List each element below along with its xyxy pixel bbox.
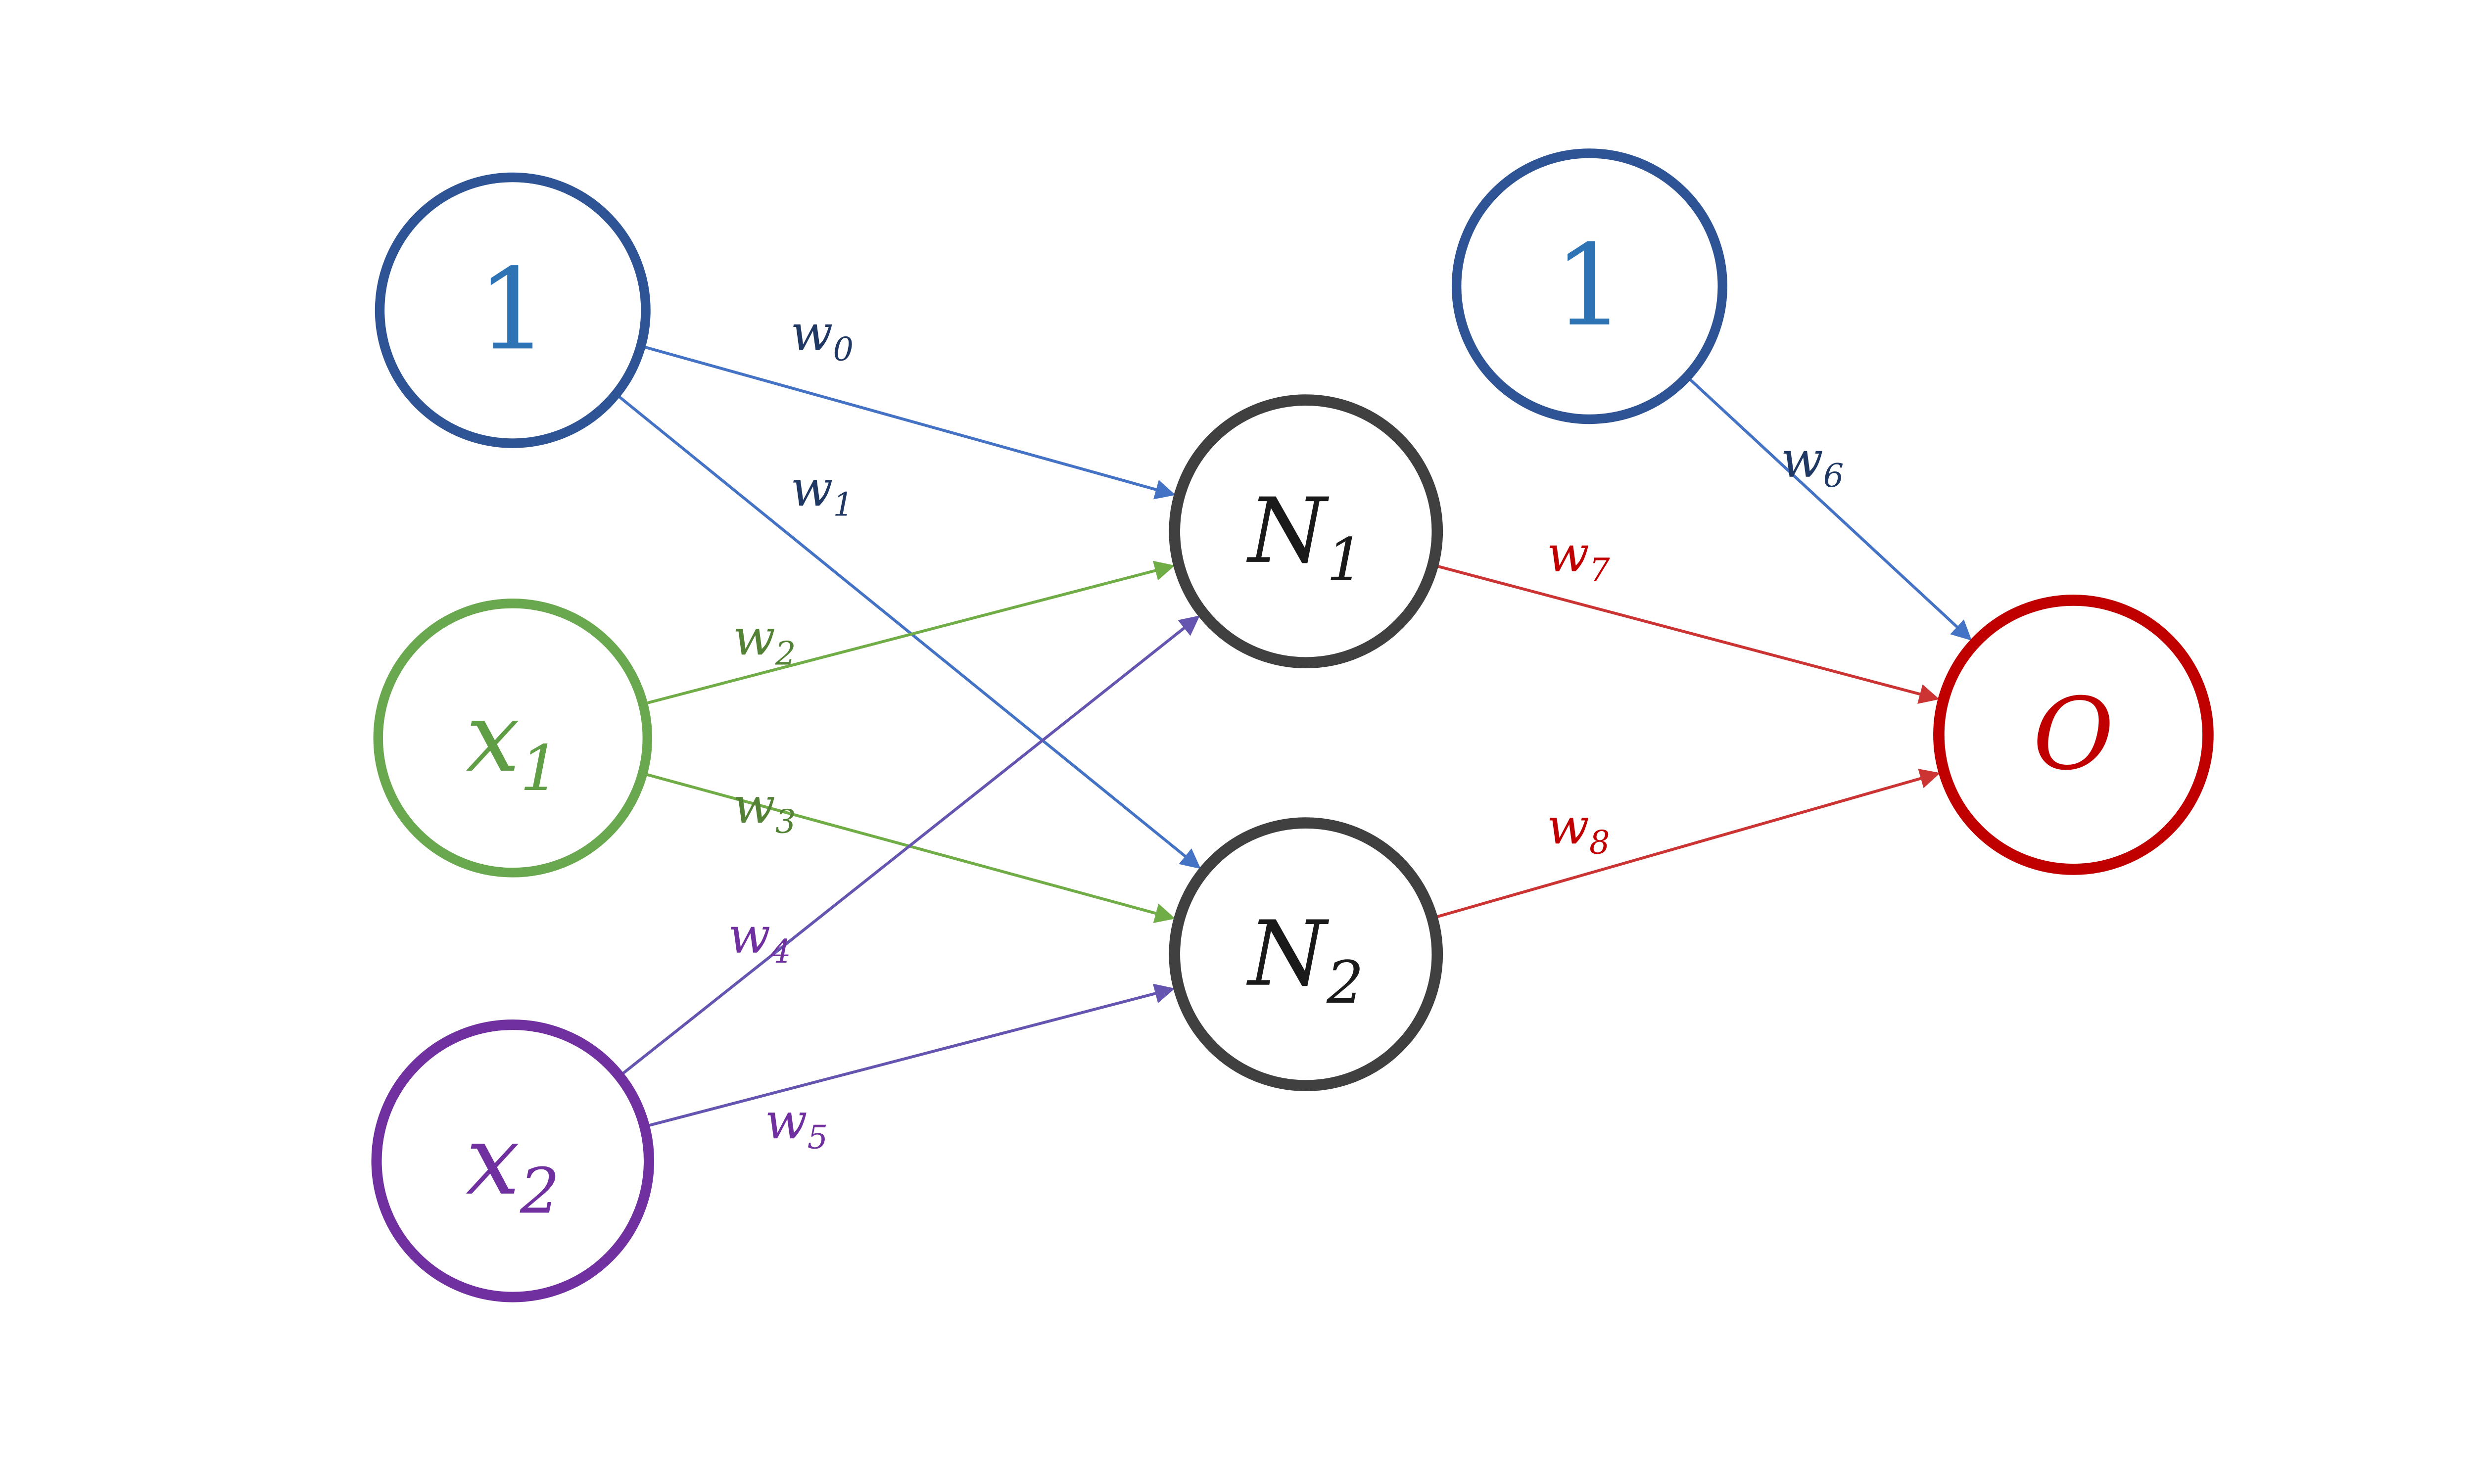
edge-w0 [643, 345, 1176, 500]
edge-label-w6: w6 [1781, 431, 1844, 495]
edge-w4 [621, 615, 1200, 1075]
hidden-node-n2-label: N2 [1246, 902, 1364, 1017]
input-node-x2 [371, 1020, 655, 1302]
edge-w7 [1435, 564, 1940, 704]
edge-w5 [647, 983, 1175, 1127]
edges-layer: w0 w1 w2 w3 w4 w5 w6 w7 w8 [618, 304, 1972, 1157]
input-node-x2-label: x2 [466, 1105, 560, 1228]
bias-input-node-label: 1 [477, 245, 548, 375]
edge-label-w0: w0 [791, 304, 854, 368]
edge-w6 [1688, 377, 1972, 641]
edge-label-w8: w8 [1547, 798, 1610, 862]
edge-label-w5: w5 [765, 1092, 828, 1156]
hidden-node-n1-label: N1 [1246, 479, 1364, 594]
edge-label-w1: w1 [791, 460, 854, 523]
edge-label-w2: w2 [733, 609, 796, 673]
bias-input-node [375, 172, 651, 448]
output-node-o-label: O [2033, 677, 2114, 792]
input-node-x1 [373, 599, 653, 878]
bias-output-node-label: 1 [1554, 221, 1625, 351]
edge-label-w4: w4 [728, 907, 791, 971]
edge-w2 [646, 560, 1175, 705]
edge-w1 [618, 395, 1201, 869]
edge-w8 [1434, 769, 1941, 919]
hidden-node-n1 [1169, 394, 1443, 669]
edge-label-w3: w3 [733, 777, 796, 841]
output-node-o [1933, 595, 2214, 875]
bias-output-node [1451, 148, 1727, 424]
input-node-x1-label: x1 [466, 682, 560, 805]
edge-label-w7: w7 [1547, 525, 1610, 589]
hidden-node-n2 [1169, 817, 1443, 1091]
